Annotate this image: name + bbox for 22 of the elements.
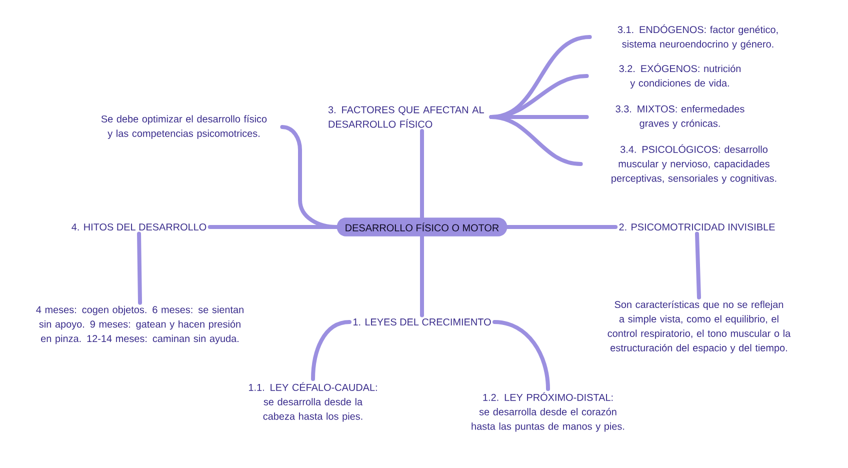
branch-line bbox=[311, 320, 352, 381]
branch-topic: 1. LEYES DEL CRECIMIENTO bbox=[353, 318, 491, 326]
note-text: 4 meses: cogen objetos. 6 meses: se sientan sin apoyo. 9 meses: gatean y hacen presión en pinza. 12-14 meses: caminan sin ayuda. bbox=[36, 306, 244, 344]
note-text: Se debe optimizar el desarrollo físico y las competencias psicomotrices. bbox=[101, 115, 267, 139]
branch-line bbox=[492, 320, 550, 391]
branch-topic: 3. FACTORES QUE AFECTAN AL DESARROLLO FÍSICO bbox=[328, 106, 484, 128]
branch-line bbox=[505, 225, 618, 229]
branch-line bbox=[137, 232, 142, 305]
subtopic-text: 3.1. ENDÓGENOS: factor genético, sistema neuroendocrino y género. bbox=[618, 24, 778, 50]
note-text: Son características que no se reflejan a simple vista, como el equilibrio, el control respiratorio, el tono muscular o la estructuración del espacio y del tiempo. bbox=[608, 300, 791, 354]
branch-line bbox=[420, 128, 424, 220]
subtopic-text: 1.1. LEY CÉFALO-CAUDAL: se desarrolla desde la cabeza hasta los pies. bbox=[249, 382, 377, 422]
branch-line bbox=[420, 234, 424, 318]
subtopic-text: 1.2. LEY PRÓXIMO-DISTAL: se desarrolla desde el corazón hasta las puntas de manos y pies. bbox=[472, 392, 624, 432]
branch-topic: 2. PSICOMOTRICIDAD INVISIBLE bbox=[619, 223, 775, 231]
subtopic-text: 3.3. MIXTOS: enfermedades graves y crónicas. bbox=[616, 105, 744, 129]
central-topic: DESARROLLO FÍSICO O MOTOR bbox=[336, 218, 508, 236]
branch-line bbox=[489, 115, 583, 166]
subtopic-text: 3.4. PSICOLÓGICOS: desarrollo muscular y nervioso, capacidades perceptivas, sensoriales y cognitivas. bbox=[612, 144, 776, 184]
branch-line bbox=[695, 232, 701, 300]
branch-topic: 4. HITOS DEL DESARROLLO bbox=[72, 223, 206, 231]
subtopic-text: 3.2. EXÓGENOS: nutrición y condiciones de vida. bbox=[619, 63, 741, 89]
